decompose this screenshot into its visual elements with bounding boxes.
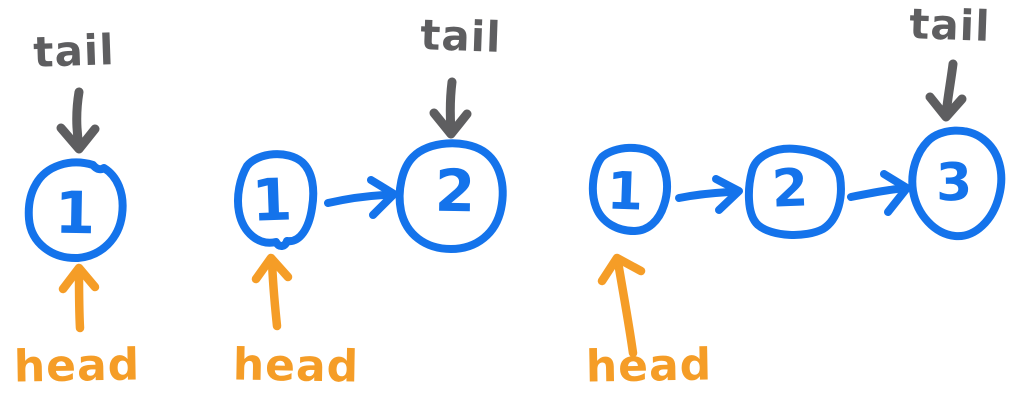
head-label: head [13, 339, 141, 393]
next-arrow-shaft [847, 185, 901, 201]
head-arrow-up-icon [597, 253, 646, 358]
node-value: 3 [935, 152, 973, 214]
node-value: 2 [434, 156, 476, 226]
tail-label: tail [908, 0, 992, 51]
node-circle [24, 158, 127, 263]
head-arrow-head [251, 253, 293, 284]
next-pointer-arrow-icon [847, 170, 911, 216]
next-pointer-arrow-icon [675, 175, 743, 214]
node-circle [744, 144, 845, 239]
tail-arrow-head [56, 123, 100, 154]
next-arrow-shaft [324, 191, 389, 207]
node-circle [588, 143, 672, 235]
head-arrow-up-icon [251, 253, 293, 331]
next-arrow-shaft [675, 188, 733, 202]
tail-arrow-head [925, 92, 967, 122]
next-arrow-head [880, 170, 911, 216]
head-arrow-up-icon [58, 263, 100, 333]
node-value: 2 [770, 158, 810, 220]
node-value: 1 [605, 161, 645, 223]
next-arrow-head [367, 176, 398, 219]
node-circle [234, 150, 318, 250]
tail-arrow-head [429, 108, 472, 139]
head-arrow-head [58, 263, 100, 294]
node-circle [395, 139, 507, 253]
next-arrow-head [712, 175, 743, 214]
tail-arrow-down-icon [925, 59, 967, 122]
linked-list-2-drawing [234, 77, 507, 331]
head-arrow-head [597, 253, 646, 286]
tail-arrow-shaft [941, 59, 958, 119]
tail-arrow-down-icon [56, 87, 100, 154]
tail-arrow-shaft [445, 77, 457, 136]
linked-list-1-drawing [24, 87, 127, 333]
node-circle [908, 126, 1006, 241]
tail-arrow-down-icon [429, 77, 472, 139]
head-arrow-shaft [74, 266, 85, 333]
head-arrow-shaft [613, 257, 638, 358]
tail-label: tail [419, 10, 503, 62]
head-arrow-shaft [267, 256, 282, 331]
head-label: head [585, 339, 713, 393]
node-value: 1 [250, 165, 294, 235]
node-value: 1 [54, 178, 96, 248]
head-label: head [232, 339, 360, 393]
next-pointer-arrow-icon [324, 176, 398, 219]
linked-list-3-drawing [588, 59, 1006, 358]
tail-arrow-shaft [72, 87, 84, 151]
tail-label: tail [32, 25, 116, 77]
